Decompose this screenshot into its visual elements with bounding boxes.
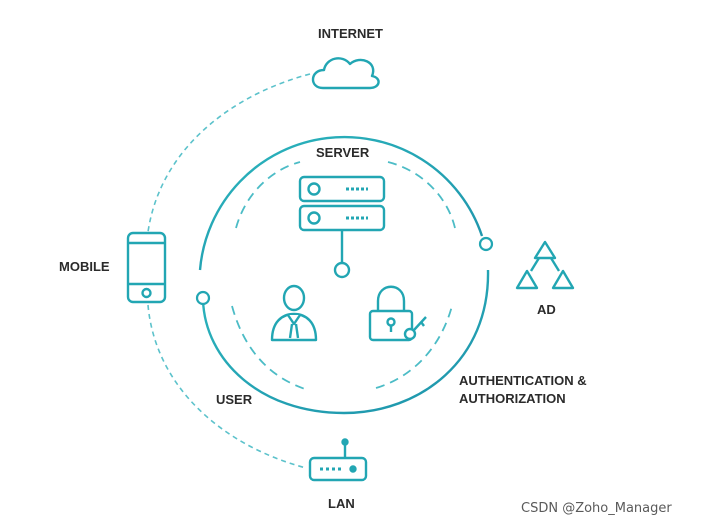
router-icon bbox=[308, 438, 368, 482]
outer-dashed-ring bbox=[147, 73, 311, 469]
user-icon bbox=[270, 284, 318, 342]
lock-key-icon bbox=[368, 285, 427, 342]
server-icon bbox=[298, 175, 386, 264]
center-node-dot bbox=[333, 261, 351, 279]
server-arc bbox=[198, 135, 484, 271]
watermark: CSDN @Zoho_Manager bbox=[521, 501, 672, 516]
user-arc bbox=[201, 269, 490, 415]
cloud-icon bbox=[311, 57, 380, 90]
label-server: SERVER bbox=[316, 145, 370, 160]
triangle-network-icon bbox=[515, 240, 575, 290]
label-authentication: AUTHENTICATION & bbox=[459, 373, 587, 388]
label-mobile: MOBILE bbox=[59, 259, 110, 274]
label-user: USER bbox=[216, 392, 253, 407]
inner-dashed-arcs bbox=[231, 161, 456, 391]
label-internet: INTERNET bbox=[318, 26, 383, 41]
label-ad: AD bbox=[537, 302, 556, 317]
server-arc-end-dot bbox=[478, 236, 494, 252]
label-authorization: AUTHORIZATION bbox=[459, 391, 566, 406]
mobile-phone-icon bbox=[126, 231, 167, 304]
user-arc-end-dot bbox=[195, 290, 211, 306]
label-lan: LAN bbox=[328, 496, 355, 511]
